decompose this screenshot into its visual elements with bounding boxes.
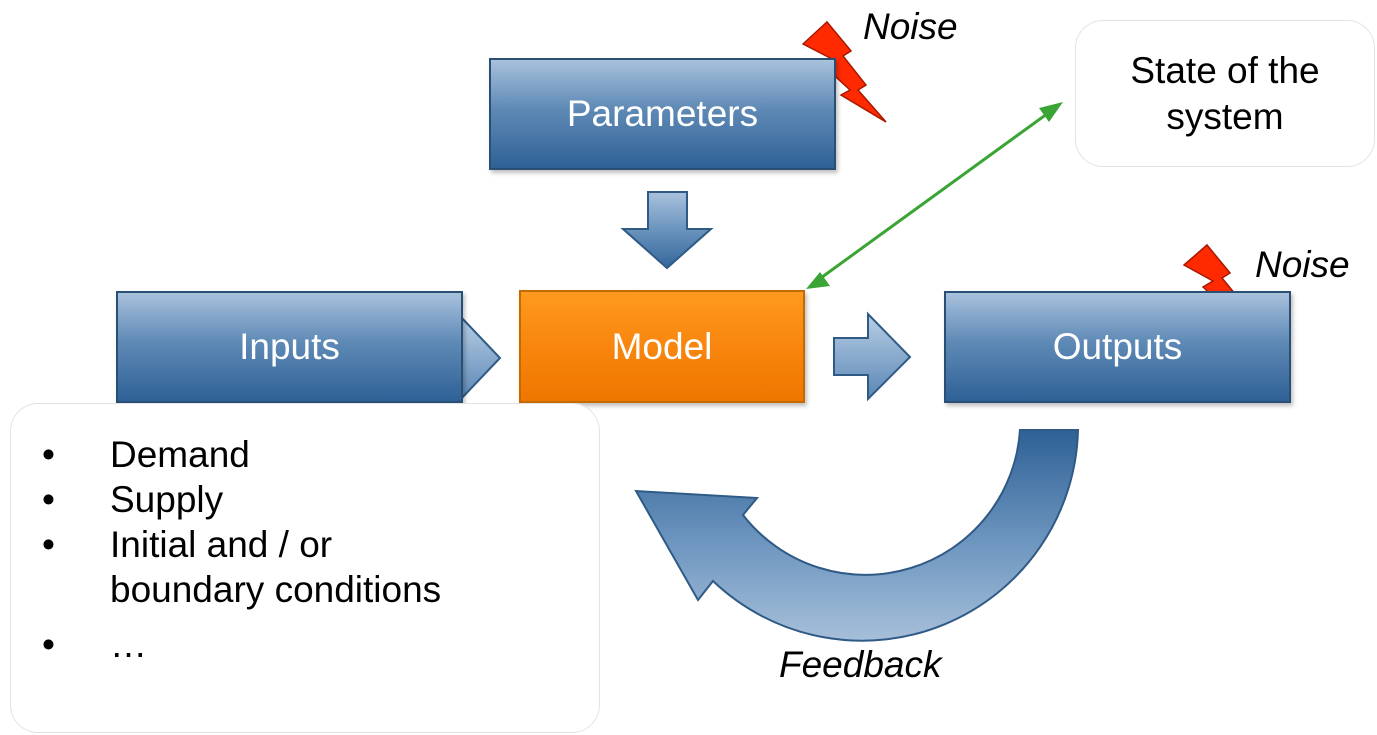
parameters-box: Parameters xyxy=(489,58,836,170)
list-item-text-continued: boundary conditions xyxy=(110,569,442,610)
model-box: Model xyxy=(519,290,805,403)
noise-label-outputs: Noise xyxy=(1255,244,1350,285)
list-item-text: Demand xyxy=(110,434,250,475)
inputs-list-callout: • Demand • Supply • Initial and / or bou… xyxy=(10,403,600,733)
feedback-arrow xyxy=(634,429,1080,642)
state-callout-line1: State of the xyxy=(1130,49,1320,91)
list-item-text: Initial and / or xyxy=(110,524,333,565)
bullet-marker: • xyxy=(42,434,55,475)
bullet-marker: • xyxy=(42,479,55,520)
inputs-box: Inputs xyxy=(116,291,463,403)
list-item: • … xyxy=(24,622,441,667)
noise-label-parameters: Noise xyxy=(863,6,958,47)
state-connector-line xyxy=(817,109,1052,282)
state-of-system-callout: State of the system xyxy=(1075,20,1375,167)
model-to-outputs-arrow xyxy=(833,311,912,402)
list-item: • Supply xyxy=(24,477,441,522)
bullet-marker: • xyxy=(42,524,55,565)
inputs-label: Inputs xyxy=(239,326,340,367)
list-item-text: … xyxy=(110,624,147,665)
parameters-to-model-arrow xyxy=(620,191,714,270)
feedback-label: Feedback xyxy=(779,644,942,685)
state-connector-head-state xyxy=(1039,102,1063,122)
state-callout-line2: system xyxy=(1166,95,1284,137)
list-item: • Initial and / or boundary conditions xyxy=(24,522,441,612)
outputs-box: Outputs xyxy=(944,291,1291,403)
state-connector-head-model xyxy=(806,272,830,289)
inputs-bullet-list: • Demand • Supply • Initial and / or bou… xyxy=(24,432,441,667)
list-item: • Demand xyxy=(24,432,441,477)
model-label: Model xyxy=(611,325,713,367)
list-item-text: Supply xyxy=(110,479,224,520)
outputs-label: Outputs xyxy=(1052,326,1183,367)
bullet-marker: • xyxy=(42,624,55,665)
parameters-label: Parameters xyxy=(566,93,759,134)
